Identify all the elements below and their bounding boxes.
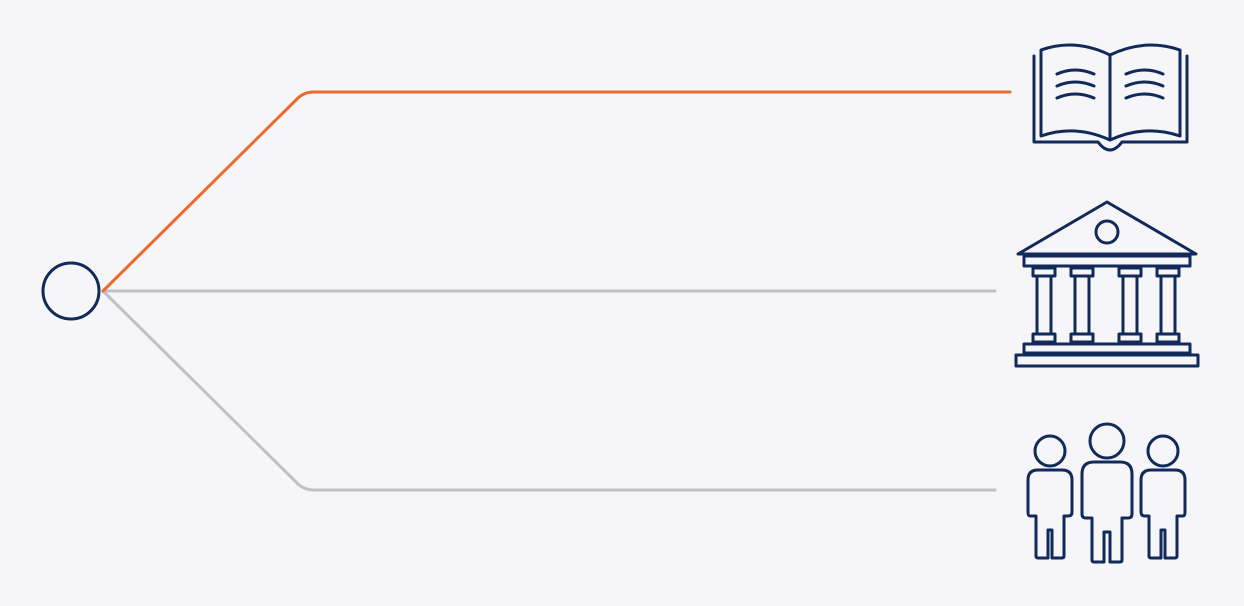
branch-book bbox=[101, 90, 1012, 293]
branch-people bbox=[101, 289, 997, 492]
book-icon bbox=[1032, 43, 1189, 152]
bank-building-icon bbox=[1014, 200, 1200, 368]
people-group-icon bbox=[1026, 422, 1187, 564]
origin-node bbox=[41, 261, 101, 321]
